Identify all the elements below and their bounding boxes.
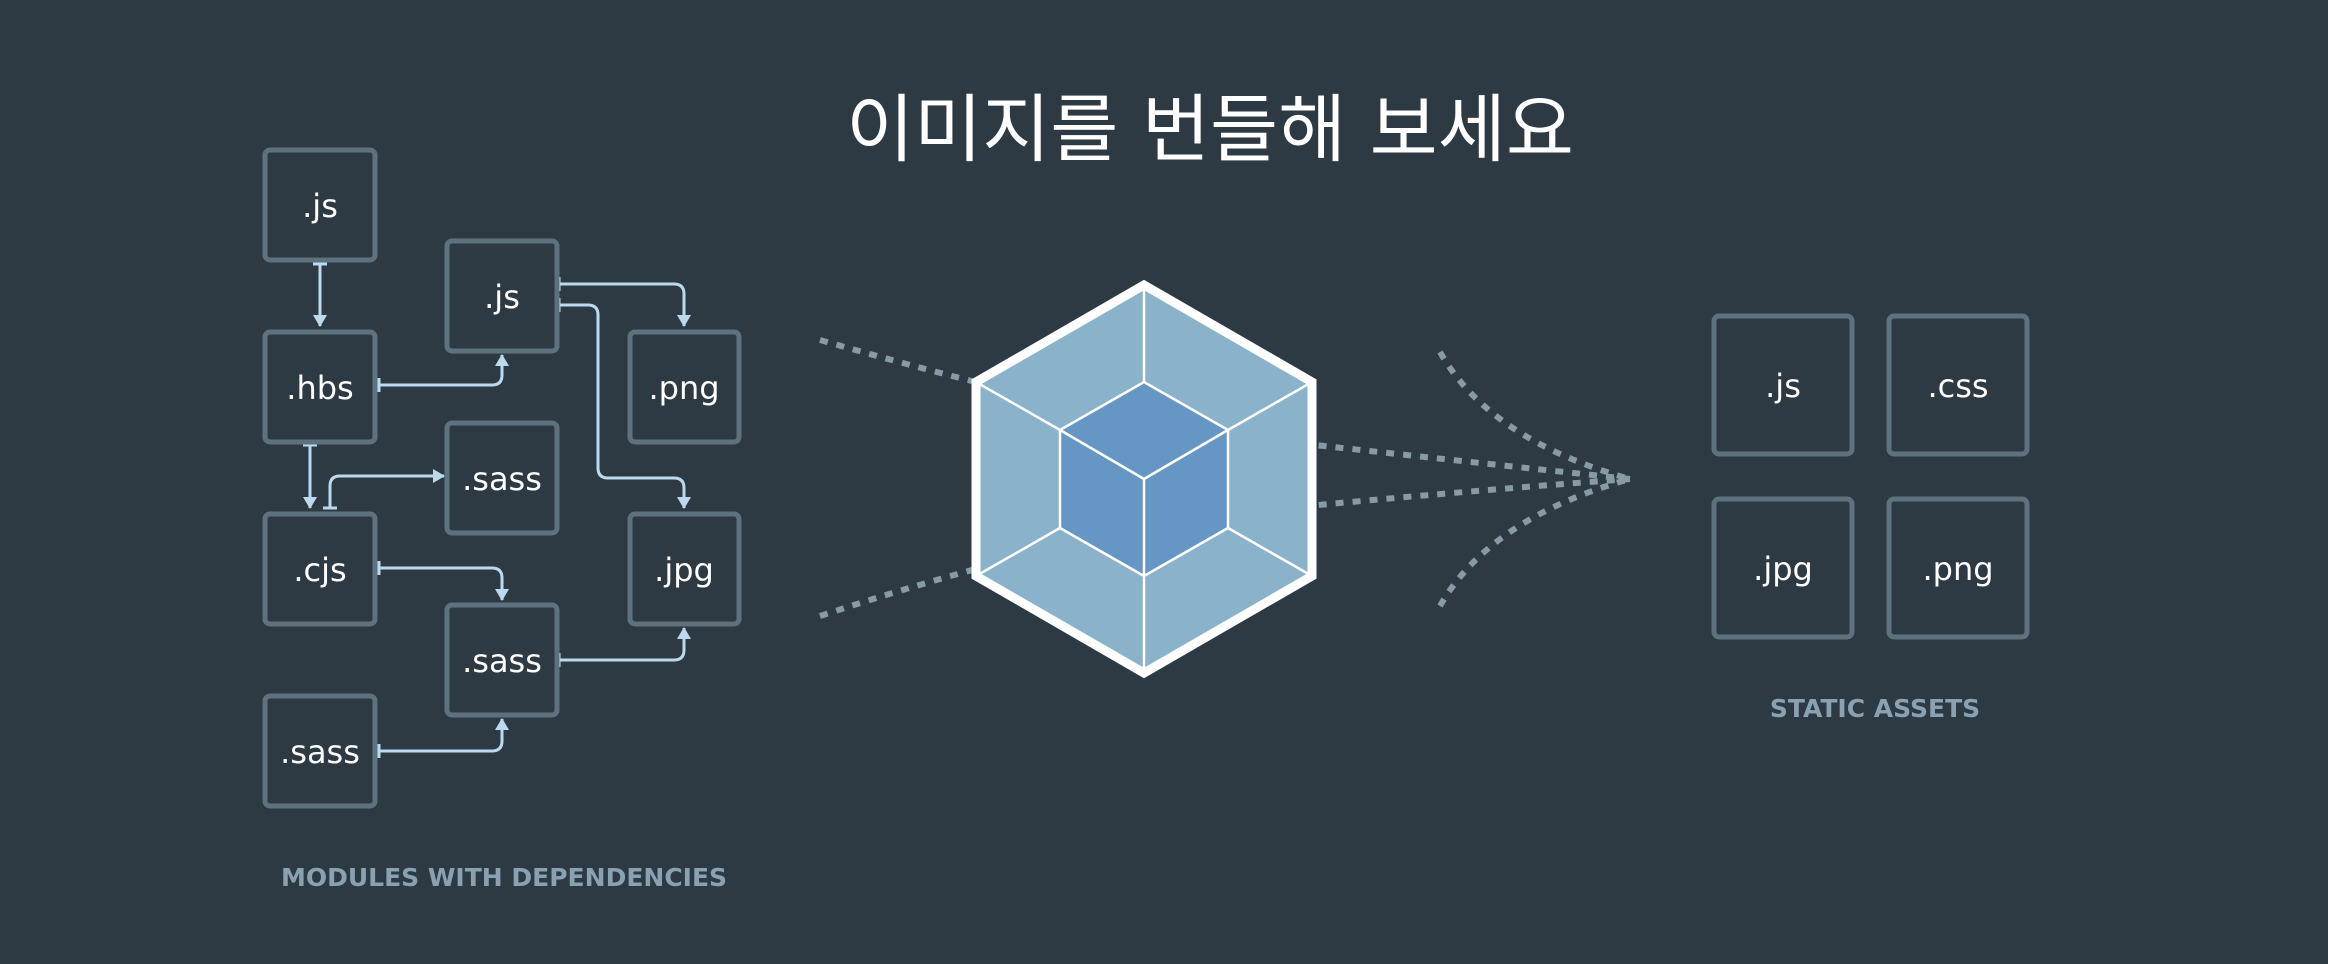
- asset-js: .js: [1711, 313, 1855, 457]
- webpack-cube-icon: [971, 279, 1317, 679]
- module-cjs: .cjs: [262, 511, 378, 627]
- module-js: .js: [262, 147, 378, 263]
- svg-text:.jpg: .jpg: [654, 551, 714, 589]
- svg-text:.js: .js: [484, 278, 520, 316]
- arrow-sass-to-jpg: [557, 627, 691, 667]
- arrow-js-to-png: [557, 277, 691, 327]
- arrow-js-to-jpg: [557, 298, 691, 509]
- svg-text:.sass: .sass: [280, 733, 360, 771]
- svg-text:.png: .png: [1922, 550, 1993, 588]
- asset-css: .css: [1886, 313, 2030, 457]
- dependency-arrows: [303, 262, 691, 758]
- arrow-hbs-to-js: [377, 354, 509, 392]
- svg-text:.png: .png: [648, 369, 719, 407]
- module-jpg: .jpg: [627, 511, 742, 627]
- assets-group: .js .css .jpg .png: [1711, 313, 2030, 640]
- svg-text:.hbs: .hbs: [286, 369, 353, 407]
- svg-text:.js: .js: [302, 187, 338, 225]
- modules-group: .js .hbs .cjs .sass .js .sass: [262, 147, 742, 809]
- flow-in-top: [819, 337, 1081, 410]
- svg-text:.js: .js: [1765, 367, 1801, 405]
- arrow-cjs-to-sass-lower: [377, 561, 509, 601]
- module-hbs: .hbs: [262, 329, 378, 445]
- page-title: 이미지를 번들해 보세요: [846, 87, 1574, 173]
- modules-caption: MODULES WITH DEPENDENCIES: [281, 863, 727, 892]
- module-sass-upper: .sass: [444, 420, 560, 536]
- module-sass-lower: .sass: [444, 602, 560, 718]
- arrow-cjs-to-sass: [323, 469, 445, 510]
- svg-text:.sass: .sass: [462, 642, 542, 680]
- svg-text:.css: .css: [1927, 367, 1988, 405]
- asset-jpg: .jpg: [1711, 496, 1855, 640]
- svg-text:.sass: .sass: [462, 460, 542, 498]
- svg-text:.jpg: .jpg: [1753, 550, 1813, 588]
- module-js-secondary: .js: [444, 238, 560, 354]
- module-png: .png: [627, 329, 742, 445]
- svg-text:.cjs: .cjs: [293, 551, 346, 589]
- flow-curve-top: [1437, 350, 1631, 482]
- arrow-sass-to-sass: [377, 718, 509, 758]
- module-sass-bottom: .sass: [262, 693, 378, 809]
- assets-caption: STATIC ASSETS: [1770, 694, 1980, 723]
- asset-png: .png: [1886, 496, 2030, 640]
- flow-curve-bottom: [1437, 476, 1631, 608]
